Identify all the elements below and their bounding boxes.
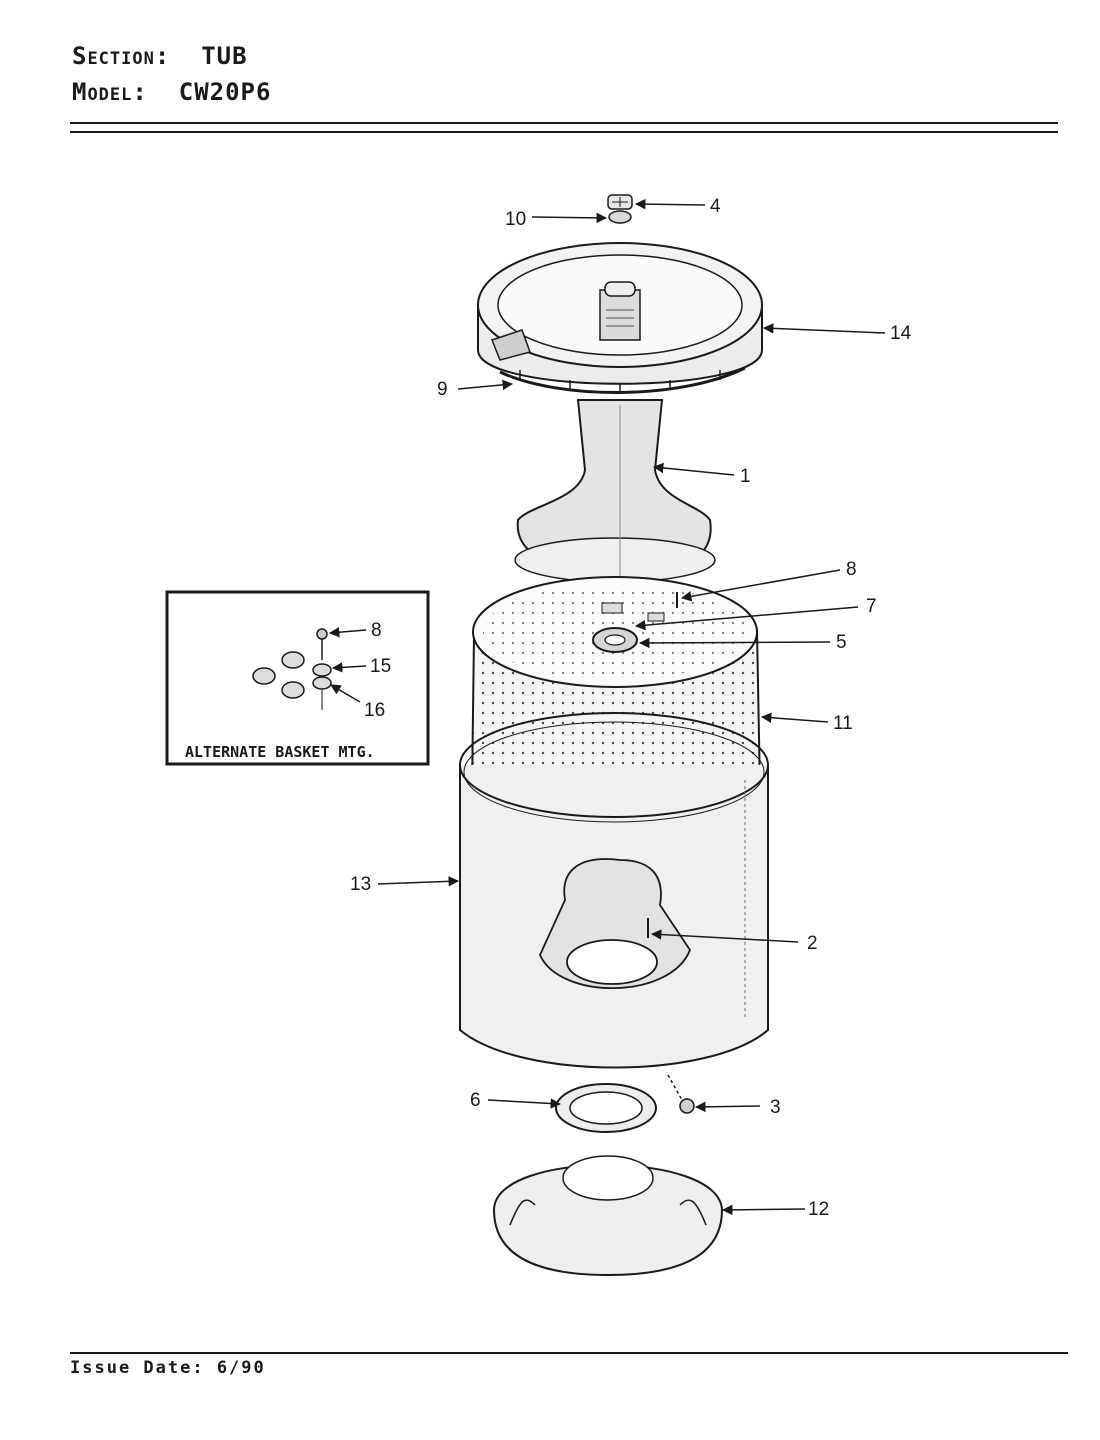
- callout-10: 10: [505, 209, 526, 230]
- part-9-gasket: [499, 366, 746, 395]
- inset-washers: [252, 628, 332, 710]
- inset-callout-8: 8: [371, 620, 382, 641]
- hub-shaft: [599, 281, 641, 341]
- inset-alternate-basket-mtg: ALTERNATE BASKET MTG.: [165, 590, 430, 766]
- callout-4: 4: [710, 196, 721, 217]
- callout-1: 1: [740, 466, 751, 487]
- inset-callout-15: 15: [370, 656, 391, 677]
- callout-9: 9: [437, 379, 448, 400]
- leader-lines: [328, 198, 886, 1216]
- model-key: Model:: [72, 78, 148, 106]
- callout-2: 2: [807, 933, 818, 954]
- callout-13: 13: [350, 874, 371, 895]
- model-value: CW20P6: [178, 78, 272, 106]
- issue-date: Issue Date: 6/90: [70, 1358, 266, 1378]
- part-4-cap-nut: [607, 194, 633, 210]
- footer-rule: [70, 1352, 1068, 1354]
- callout-3: 3: [770, 1097, 781, 1118]
- callout-12: 12: [808, 1199, 829, 1220]
- header-rule-top: [70, 122, 1058, 124]
- callout-6: 6: [470, 1090, 481, 1111]
- part-13-outer-tub: [459, 712, 769, 1069]
- callout-11: 11: [833, 713, 853, 734]
- part-3-screw: [667, 1074, 695, 1114]
- section-key: Section:: [72, 42, 171, 70]
- section-heading: Section: TUB: [72, 42, 248, 70]
- section-value: TUB: [201, 42, 248, 70]
- callout-8: 8: [846, 559, 857, 580]
- header-rule-bottom: [70, 131, 1058, 133]
- inset-callout-16: 16: [364, 700, 385, 721]
- part-1-agitator: [514, 399, 716, 583]
- callout-14: 14: [890, 323, 912, 344]
- part-10-seal: [608, 210, 632, 224]
- callout-5: 5: [836, 632, 847, 653]
- part-12-base-plate: [492, 1155, 724, 1277]
- model-heading: Model: CW20P6: [72, 78, 271, 106]
- inset-caption: ALTERNATE BASKET MTG.: [185, 743, 375, 761]
- callout-7: 7: [866, 596, 877, 617]
- part-6-ring: [555, 1083, 657, 1133]
